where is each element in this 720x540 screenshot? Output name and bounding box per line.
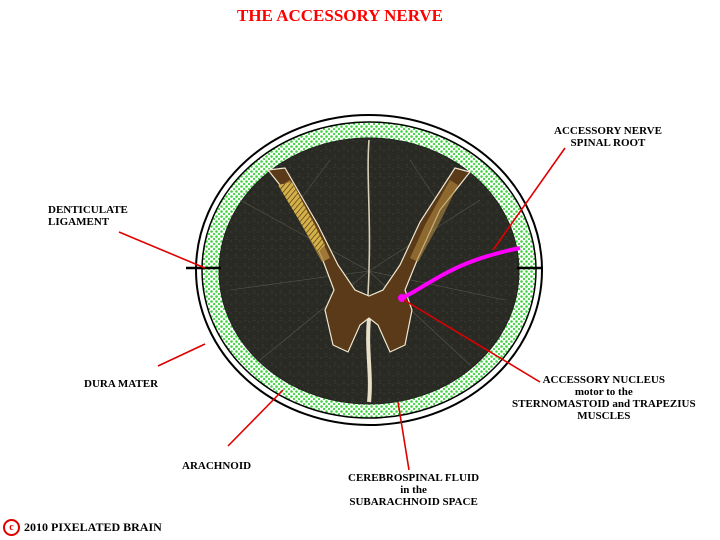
- copyright-text: 2010 PIXELATED BRAIN: [24, 520, 162, 534]
- label-line: STERNOMASTOID and TRAPEZIUS: [512, 398, 696, 410]
- label-line: LIGAMENT: [48, 216, 110, 228]
- label-line: DENTICULATE: [48, 204, 128, 216]
- label-line: ACCESSORY NERVE: [554, 125, 662, 137]
- label-line: CEREBROSPINAL FLUID: [348, 472, 480, 484]
- label-arachnoid: ARACHNOID: [182, 460, 252, 472]
- label-denticulate-ligament: DENTICULATE LIGAMENT: [48, 204, 128, 228]
- label-line: ACCESSORY NUCLEUS: [542, 374, 665, 386]
- label-dura-mater: DURA MATER: [84, 378, 159, 390]
- anterior-median-fissure: [366, 317, 372, 403]
- hatched-tract: [278, 182, 325, 252]
- leader-dura: [157, 343, 206, 367]
- label-line: in the: [400, 484, 427, 496]
- gray-matter-highlight-right: [410, 180, 458, 262]
- label-accessory-nucleus: ACCESSORY NUCLEUS motor to the STERNOMAS…: [512, 374, 696, 422]
- leader-spinal-root: [492, 147, 566, 251]
- posterior-median-septum: [367, 139, 371, 296]
- leader-nucleus: [403, 299, 541, 383]
- leader-arachnoid: [227, 389, 284, 447]
- label-line: MUSCLES: [577, 410, 631, 422]
- leader-lines: [118, 147, 566, 471]
- label-accessory-nerve-spinal-root: ACCESSORY NERVE SPINAL ROOT: [554, 125, 662, 149]
- label-line: SUBARACHNOID SPACE: [349, 496, 478, 508]
- accessory-nerve-spinal-root: [401, 246, 521, 300]
- label-line: motor to the: [574, 386, 633, 398]
- leader-csf: [397, 401, 410, 471]
- label-line: SPINAL ROOT: [570, 137, 646, 149]
- copyright-icon: c: [3, 519, 20, 536]
- leader-denticulate: [118, 231, 206, 269]
- copyright: c 2010 PIXELATED BRAIN: [3, 519, 162, 536]
- page-title: THE ACCESSORY NERVE: [236, 6, 443, 25]
- label-cerebrospinal-fluid: CEREBROSPINAL FLUID in the SUBARACHNOID …: [348, 472, 479, 508]
